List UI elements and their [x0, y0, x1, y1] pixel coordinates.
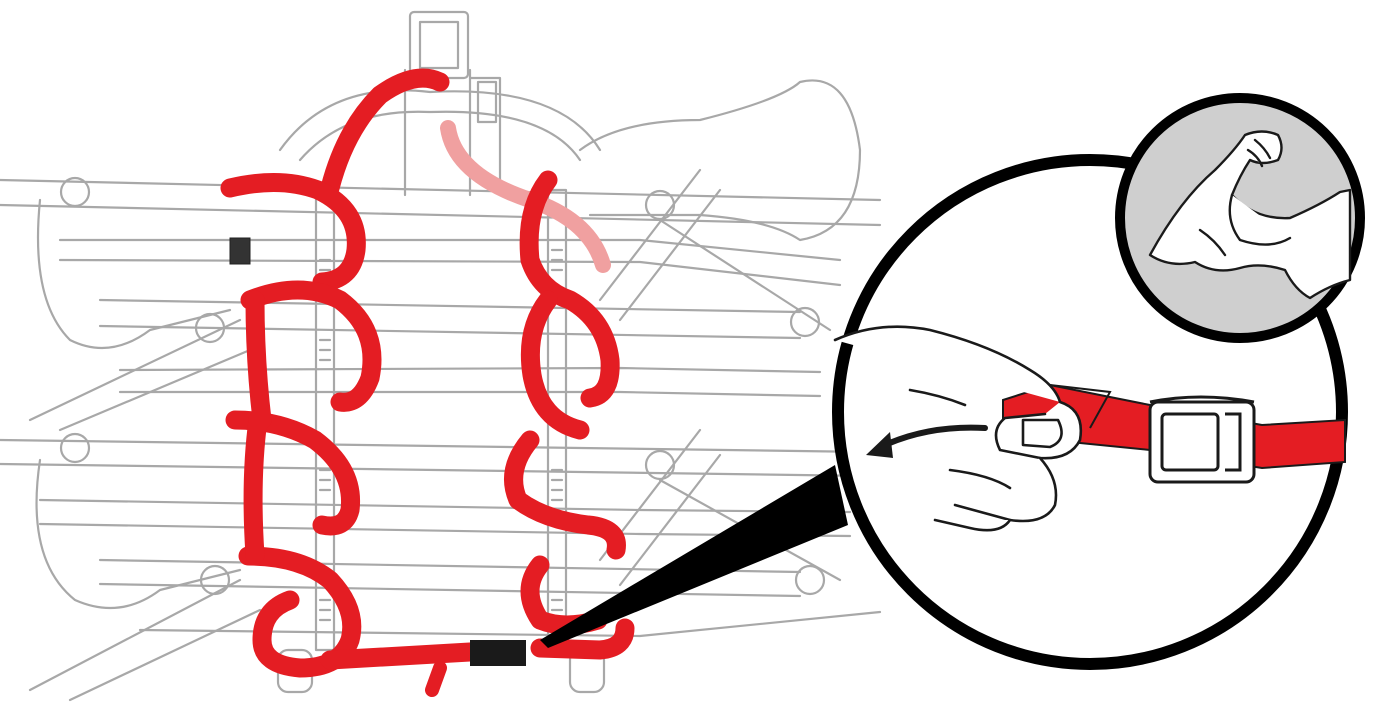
strength-badge	[1115, 93, 1365, 343]
callout-tail	[540, 465, 848, 648]
rack-line-art	[0, 10, 882, 702]
strap-buckle-block	[470, 640, 526, 666]
curved-arrow-icon	[866, 424, 988, 458]
flexed-arm-icon	[1148, 130, 1352, 300]
pad-clip	[229, 237, 251, 265]
hand-illustration	[833, 325, 1083, 532]
strap-left-top-loop	[320, 68, 450, 198]
cam-buckle-icon	[1148, 395, 1256, 484]
